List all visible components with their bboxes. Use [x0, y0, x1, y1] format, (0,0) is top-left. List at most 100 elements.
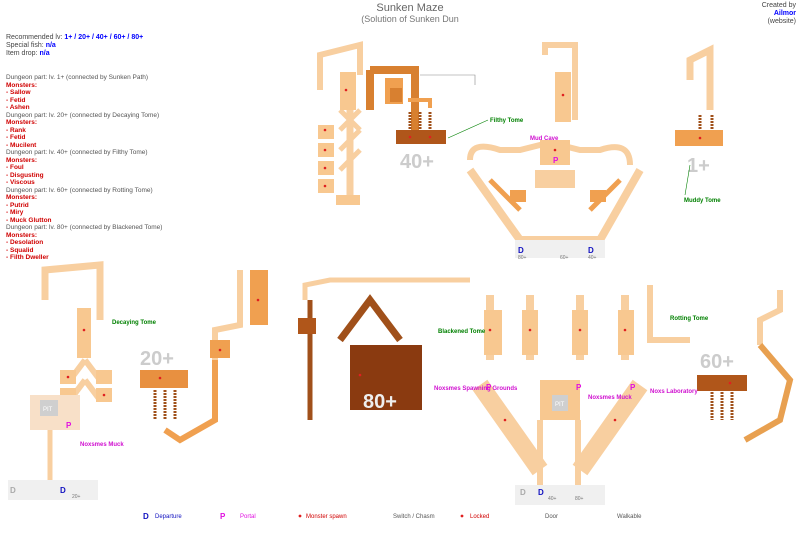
legend-departure: Departure — [155, 514, 182, 520]
label-rotting-tome: Rotting Tome — [670, 316, 709, 322]
exit-strip — [515, 485, 605, 505]
departures: D D D D D D — [10, 246, 594, 497]
dungeon-parts: Dungeon part: lv. 1+ (connected by Sunke… — [6, 74, 236, 262]
label-blackened-tome: Blackened Tome — [438, 329, 486, 335]
departure-icon: D — [143, 512, 149, 521]
portal-icon[interactable]: P — [553, 156, 559, 165]
portal-icon[interactable]: P — [486, 383, 492, 392]
portal-icon[interactable]: P — [630, 383, 636, 392]
room-level-label: 40+ — [400, 151, 434, 173]
credits-author[interactable]: Ailmor — [773, 10, 796, 17]
credits-line1: Created by — [761, 2, 796, 9]
svg-text:D[interactable]: D — [588, 246, 594, 255]
room-level-label: 80+ — [363, 391, 397, 413]
room — [590, 190, 606, 202]
room — [298, 318, 316, 334]
legend: D Departure P Portal Monster spawn Switc… — [143, 512, 642, 521]
legend-locked: Locked — [470, 514, 489, 520]
special-label: Special fish: — [6, 42, 44, 49]
legend-door: Door — [545, 514, 558, 520]
legend-portal: Portal — [240, 514, 256, 520]
room — [618, 310, 634, 355]
room — [572, 310, 588, 355]
svg-text:D: D — [10, 486, 16, 495]
monster-spawns — [66, 88, 732, 422]
room — [77, 308, 91, 358]
label-decaying-tome: Decaying Tome — [112, 320, 157, 326]
svg-text:PIT: PIT — [555, 402, 565, 408]
svg-text:D[interactable]: D — [538, 488, 544, 497]
svg-text:60+: 60+ — [560, 255, 569, 261]
area-lv60: 60+ — [647, 285, 794, 443]
label-noxsmes-muck: Noxsmes Muck — [80, 442, 124, 448]
area-lv20: PIT 20+ — [8, 261, 268, 500]
area-lv40: 40+ — [317, 41, 644, 258]
room — [510, 190, 526, 202]
room — [340, 72, 356, 110]
svg-text:20+: 20+ — [72, 494, 81, 500]
legend-unlocked: Walkable — [617, 514, 642, 520]
label-noxsmes-muck-2: Noxsmes Muck — [588, 395, 632, 401]
svg-text:D: D — [520, 488, 526, 497]
room-rotting-tome — [697, 375, 747, 391]
room-mud-cave — [540, 140, 570, 165]
room — [96, 370, 112, 384]
recommended-value: 1+ / 20+ / 40+ / 60+ / 80+ — [64, 34, 144, 41]
area-lv80: 80+ — [298, 277, 470, 420]
map-title: Sunken Maze — [376, 2, 444, 14]
label-noxsmes-spawning: Noxsmes Spawning Grounds — [434, 386, 518, 392]
dungeon-part: Dungeon part: lv. 1+ (connected by Sunke… — [6, 74, 149, 111]
portal-icon[interactable]: P — [576, 383, 582, 392]
label-mud-cave: Mud Cave — [530, 136, 559, 142]
special-value: n/a — [45, 42, 56, 49]
credits: Created by Ailmor (website) — [762, 2, 796, 26]
room-level-label: 20+ — [140, 348, 174, 370]
label-muddy-tome: Muddy Tome — [684, 198, 721, 204]
spawn-icon — [298, 514, 302, 518]
items-label: Item drop: — [6, 50, 38, 57]
room — [484, 310, 502, 355]
room — [250, 270, 268, 325]
room — [336, 195, 360, 205]
portal-icon[interactable]: P — [66, 421, 72, 430]
recommended-label: Recommended lv: — [6, 34, 63, 41]
exit-strip — [515, 240, 605, 258]
room-level-label: 60+ — [700, 351, 734, 373]
credits-line2: (website) — [767, 18, 796, 25]
room-blackened-tome — [350, 345, 422, 410]
svg-text:D[interactable]: D — [518, 246, 524, 255]
room — [522, 310, 538, 355]
dungeon-part: Dungeon part: lv. 20+ (connected by Deca… — [6, 111, 160, 149]
dungeon-info: Recommended lv: 1+ / 20+ / 40+ / 60+ / 8… — [6, 34, 143, 58]
label-noxs-laboratory: Noxs Laboratory — [650, 389, 698, 395]
pit — [40, 400, 58, 416]
items-value: n/a — [39, 50, 50, 57]
exit-strip — [8, 480, 98, 500]
room-decaying-tome — [140, 370, 188, 388]
portals: P P P P P — [66, 156, 636, 430]
svg-text:80+: 80+ — [518, 255, 527, 261]
svg-text:80+: 80+ — [575, 496, 584, 502]
svg-text:40+: 40+ — [588, 255, 597, 261]
svg-text:D[interactable]: D — [60, 486, 66, 495]
room — [535, 170, 575, 188]
map-subtitle: (Solution of Sunken Dun — [361, 14, 459, 24]
dungeon-part: Dungeon part: lv. 80+ (connected by Blac… — [6, 224, 163, 261]
room — [555, 72, 571, 122]
dungeon-part: Dungeon part: lv. 60+ (connected by Rott… — [6, 186, 153, 224]
exit-labels: 80+ 60+ 40+ 20+ 40+ 80+ — [72, 255, 597, 502]
svg-text:40+: 40+ — [548, 496, 557, 502]
room — [318, 125, 334, 139]
legend-trap: Switch / Chasm — [393, 514, 435, 520]
room-level-label: 1+ — [687, 155, 710, 177]
label-filthy-tome: Filthy Tome — [490, 118, 524, 124]
locked-icon — [460, 514, 464, 518]
room — [390, 88, 402, 102]
area-lv1: 1+ — [675, 44, 723, 196]
dungeon-part: Dungeon part: lv. 40+ (connected by Filt… — [6, 149, 148, 186]
room-filthy-tome — [396, 130, 446, 144]
legend-monster-spawn: Monster spawn — [306, 514, 347, 520]
pit — [552, 395, 568, 411]
portal-icon: P — [220, 512, 226, 521]
